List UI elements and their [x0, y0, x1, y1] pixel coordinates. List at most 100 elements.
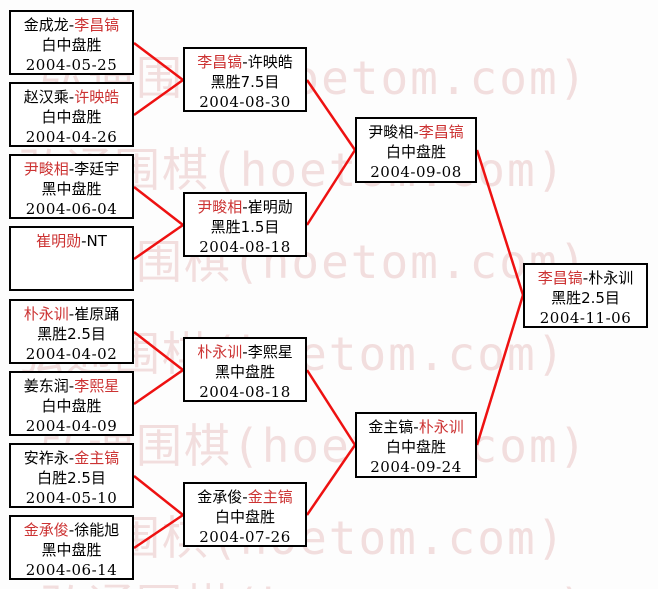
- match-players: 尹畯相-李廷宇: [11, 159, 132, 179]
- match-players: 金主镐-朴永训: [357, 417, 475, 437]
- match-date: 2004-07-26: [199, 528, 291, 546]
- players-separator: -: [68, 521, 75, 539]
- match-result: 白中盘胜: [41, 108, 102, 126]
- match-date: 2004-05-25: [25, 56, 118, 74]
- match-players: 姜东润-李熙星: [11, 376, 132, 396]
- match-date: 2004-04-26: [25, 128, 118, 146]
- match-players: 李昌镐-许映皓: [185, 52, 305, 72]
- player2-name: 崔原踊: [74, 305, 120, 323]
- match-date: 2004-11-06: [539, 309, 632, 327]
- players-separator: -: [242, 343, 248, 361]
- match-players: 尹畯相-李昌镐: [357, 122, 475, 142]
- players-separator: -: [68, 377, 75, 395]
- player1-name: 李昌镐: [537, 269, 583, 287]
- match-date: 2004-08-30: [199, 93, 291, 111]
- match-result: 黑中盘胜: [41, 541, 102, 559]
- match-players: 赵汉乘-许映皓: [11, 87, 132, 107]
- match-date: 2004-05-10: [25, 489, 118, 507]
- match-date: 2004-04-09: [25, 417, 118, 435]
- match-result: 白中盘胜: [214, 508, 275, 526]
- player2-name: 朴永训: [588, 269, 634, 287]
- player1-name: 尹畯相: [197, 198, 243, 216]
- player1-name: 金承俊: [23, 521, 69, 539]
- players-separator: -: [413, 123, 419, 141]
- match-result: 白中盘胜: [385, 143, 446, 161]
- match-box-sf-1: 尹畯相-李昌镐 白中盘胜 2004-09-08: [355, 117, 477, 183]
- match-result: 黑胜2.5目: [551, 289, 620, 307]
- match-box-r16-2: 赵汉乘-许映皓 白中盘胜 2004-04-26: [9, 82, 134, 147]
- player2-name: 朴永训: [418, 418, 464, 436]
- match-date: 2004-06-04: [25, 200, 118, 218]
- match-players: 李昌镐-朴永训: [525, 268, 646, 288]
- players-separator: -: [68, 449, 75, 467]
- match-date: 2004-09-24: [370, 458, 462, 476]
- player1-name: 崔明勋: [36, 232, 82, 250]
- player2-name: 李熙星: [247, 343, 293, 361]
- match-box-r16-5: 朴永训-崔原踊 黑胜2.5目 2004-04-02: [9, 299, 134, 364]
- match-box-qf-3: 朴永训-李熙星 黑中盘胜 2004-08-18: [183, 337, 307, 402]
- player1-name: 安祚永: [23, 449, 69, 467]
- match-date: 2004-06-14: [25, 561, 118, 579]
- player2-name: 许映皓: [247, 53, 293, 71]
- match-result: 黑中盘胜: [214, 363, 275, 381]
- players-separator: -: [68, 160, 75, 178]
- player1-name: 金承俊: [197, 488, 243, 506]
- players-separator: -: [68, 88, 75, 106]
- player1-name: 朴永训: [23, 305, 69, 323]
- match-players: 安祚永-金主镐: [11, 448, 132, 468]
- match-box-sf-2: 金主镐-朴永训 白中盘胜 2004-09-24: [355, 412, 477, 478]
- match-box-qf-1: 李昌镐-许映皓 黑胜7.5目 2004-08-30: [183, 47, 307, 112]
- match-result: 黑胜7.5目: [210, 73, 280, 91]
- players-separator: -: [242, 488, 248, 506]
- match-result: 黑胜1.5目: [210, 218, 280, 236]
- match-result: 白胜2.5目: [37, 469, 106, 487]
- player1-name: 尹畯相: [23, 160, 69, 178]
- player2-name: 金主镐: [247, 488, 293, 506]
- player2-name: NT: [86, 232, 107, 250]
- player2-name: 李熙星: [74, 377, 120, 395]
- match-result: 白中盘胜: [385, 438, 446, 456]
- players-separator: -: [582, 269, 589, 287]
- match-box-r16-1: 金成龙-李昌镐 白中盘胜 2004-05-25: [9, 10, 134, 75]
- player2-name: 徐能旭: [74, 521, 120, 539]
- players-separator: -: [68, 16, 75, 34]
- player2-name: 李昌镐: [418, 123, 464, 141]
- match-box-r16-4: 崔明勋-NT: [9, 226, 134, 291]
- match-box-final: 李昌镐-朴永训 黑胜2.5目 2004-11-06: [523, 263, 648, 328]
- match-box-r16-7: 安祚永-金主镐 白胜2.5目 2004-05-10: [9, 443, 134, 508]
- match-players: 朴永训-崔原踊: [11, 304, 132, 324]
- match-result: 黑中盘胜: [41, 180, 102, 198]
- match-box-qf-4: 金承俊-金主镐 白中盘胜 2004-07-26: [183, 482, 307, 547]
- match-date: 2004-04-02: [25, 345, 118, 363]
- players-separator: -: [242, 198, 248, 216]
- match-result: 黑胜2.5目: [37, 325, 106, 343]
- player2-name: 崔明勋: [247, 198, 293, 216]
- match-date: 2004-08-18: [199, 238, 291, 256]
- players-separator: -: [242, 53, 248, 71]
- match-players: 尹畯相-崔明勋: [185, 197, 305, 217]
- player1-name: 金主镐: [368, 418, 414, 436]
- player1-name: 金成龙: [23, 16, 69, 34]
- match-box-r16-3: 尹畯相-李廷宇 黑中盘胜 2004-06-04: [9, 154, 134, 219]
- player1-name: 尹畯相: [368, 123, 414, 141]
- match-players: 金承俊-金主镐: [185, 487, 305, 507]
- player2-name: 李昌镐: [74, 16, 120, 34]
- player2-name: 金主镐: [74, 449, 120, 467]
- players-separator: -: [68, 305, 75, 323]
- player2-name: 许映皓: [74, 88, 120, 106]
- player1-name: 朴永训: [197, 343, 243, 361]
- player1-name: 姜东润: [23, 377, 69, 395]
- match-players: 朴永训-李熙星: [185, 342, 305, 362]
- match-players: 金成龙-李昌镐: [11, 15, 132, 35]
- match-players: 崔明勋-NT: [11, 231, 132, 251]
- match-result: 白中盘胜: [41, 36, 102, 54]
- match-box-r16-8: 金承俊-徐能旭 黑中盘胜 2004-06-14: [9, 515, 134, 580]
- player1-name: 李昌镐: [197, 53, 243, 71]
- match-date: 2004-09-08: [370, 163, 462, 181]
- player2-name: 李廷宇: [74, 160, 120, 178]
- players-separator: -: [81, 232, 87, 250]
- match-result: 白中盘胜: [41, 397, 102, 415]
- players-separator: -: [413, 418, 419, 436]
